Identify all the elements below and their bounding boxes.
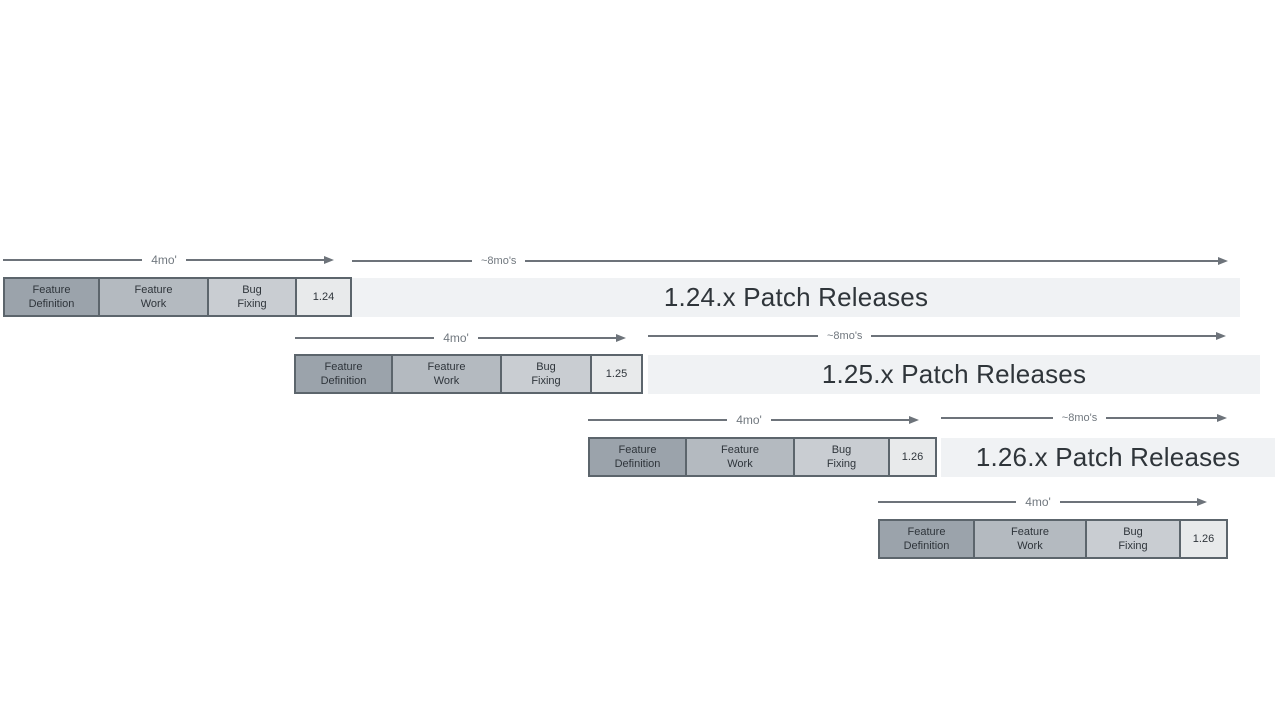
- cycle-duration-arrow: 4mo': [878, 494, 1208, 510]
- arrow-line: [525, 260, 1219, 262]
- phase-box-feature-work: Feature Work: [685, 437, 795, 477]
- version-box: 1.25: [590, 354, 643, 394]
- release-cycle-row: Feature Definition Feature Work Bug Fixi…: [3, 277, 352, 317]
- arrow-line: [1106, 417, 1218, 419]
- patch-releases-bar: 1.25.x Patch Releases: [648, 355, 1260, 394]
- arrow-line: [185, 259, 326, 261]
- patch-duration-arrow: ~8mo's: [352, 253, 1228, 269]
- patch-duration-arrow: ~8mo's: [648, 328, 1226, 344]
- cycle-duration-arrow: 4mo': [588, 412, 920, 428]
- version-box: 1.26: [1179, 519, 1228, 559]
- cycle-duration-label: 4mo': [151, 253, 177, 267]
- cycle-duration-label: 4mo': [443, 331, 469, 345]
- version-box: 1.26: [888, 437, 937, 477]
- phase-box-bug-fixing: Bug Fixing: [207, 277, 297, 317]
- arrow-head-icon: [1216, 332, 1226, 340]
- arrow-line: [648, 335, 818, 337]
- release-cycle-row: Feature Definition Feature Work Bug Fixi…: [294, 354, 643, 394]
- patch-releases-bar: 1.26.x Patch Releases: [941, 438, 1275, 477]
- phase-box-feature-work: Feature Work: [98, 277, 209, 317]
- phase-box-feature-work: Feature Work: [391, 354, 502, 394]
- phase-box-bug-fixing: Bug Fixing: [793, 437, 890, 477]
- cycle-duration-label: 4mo': [1025, 495, 1051, 509]
- patch-duration-label: ~8mo's: [481, 255, 517, 267]
- cycle-duration-arrow: 4mo': [295, 330, 627, 346]
- arrow-line: [941, 417, 1053, 419]
- arrow-line: [878, 501, 1017, 503]
- patch-releases-bar: 1.24.x Patch Releases: [352, 278, 1240, 317]
- arrow-head-icon: [1197, 498, 1208, 506]
- arrow-line: [295, 337, 435, 339]
- arrow-line: [352, 260, 472, 262]
- phase-box-feature-definition: Feature Definition: [3, 277, 100, 317]
- phase-box-feature-definition: Feature Definition: [294, 354, 393, 394]
- patch-releases-label: 1.24.x Patch Releases: [663, 282, 929, 312]
- release-cycle-row: Feature Definition Feature Work Bug Fixi…: [878, 519, 1228, 559]
- arrow-head-icon: [1217, 414, 1227, 422]
- phase-box-feature-work: Feature Work: [973, 519, 1087, 559]
- arrow-head-icon: [909, 416, 920, 424]
- version-box: 1.24: [295, 277, 352, 317]
- patch-duration-label: ~8mo's: [1061, 412, 1098, 424]
- phase-box-feature-definition: Feature Definition: [588, 437, 687, 477]
- arrow-line: [1059, 501, 1199, 503]
- patch-releases-label: 1.25.x Patch Releases: [821, 359, 1087, 389]
- phase-box-bug-fixing: Bug Fixing: [500, 354, 592, 394]
- arrow-line: [3, 259, 143, 261]
- arrow-line: [588, 419, 728, 421]
- phase-box-feature-definition: Feature Definition: [878, 519, 975, 559]
- cycle-duration-arrow: 4mo': [3, 252, 335, 268]
- patch-duration-arrow: ~8mo's: [941, 410, 1227, 426]
- arrow-line: [477, 337, 618, 339]
- arrow-head-icon: [324, 256, 335, 264]
- cycle-duration-label: 4mo': [736, 413, 762, 427]
- release-cycle-row: Feature Definition Feature Work Bug Fixi…: [588, 437, 937, 477]
- arrow-line: [770, 419, 911, 421]
- arrow-head-icon: [1218, 257, 1228, 265]
- arrow-line: [871, 335, 1217, 337]
- arrow-head-icon: [616, 334, 627, 342]
- patch-releases-label: 1.26.x Patch Releases: [975, 442, 1241, 472]
- patch-duration-label: ~8mo's: [827, 330, 863, 342]
- phase-box-bug-fixing: Bug Fixing: [1085, 519, 1181, 559]
